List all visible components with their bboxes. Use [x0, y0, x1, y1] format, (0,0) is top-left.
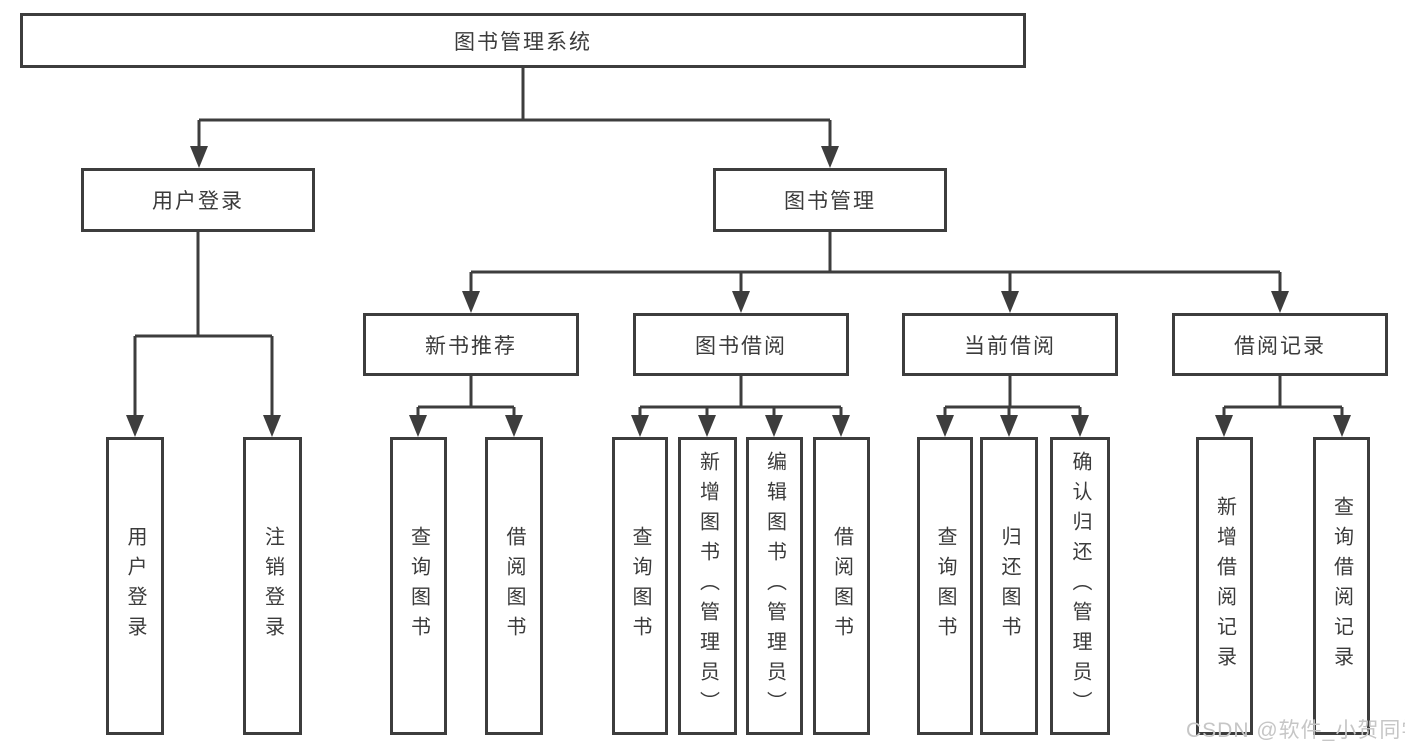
leaf-borrow-books-borrowing: 借阅图书 — [813, 437, 870, 735]
node-borrowing-records: 借阅记录 — [1172, 313, 1388, 376]
node-book-borrowing: 图书借阅 — [633, 313, 849, 376]
leaf-logout-login-label: 注销登录 — [261, 526, 284, 646]
leaf-query-borrow-record: 查询借阅记录 — [1313, 437, 1370, 735]
leaf-add-borrow-record-label: 新增借阅记录 — [1213, 496, 1236, 676]
node-user-login: 用户登录 — [81, 168, 315, 232]
leaf-borrow-books-borrowing-label: 借阅图书 — [830, 526, 853, 646]
leaf-query-borrow-record-label: 查询借阅记录 — [1330, 496, 1353, 676]
leaf-query-books-current: 查询图书 — [917, 437, 973, 735]
leaf-borrow-books-recommend-label: 借阅图书 — [503, 526, 525, 646]
node-current-borrowing: 当前借阅 — [902, 313, 1118, 376]
leaf-query-books-recommend: 查询图书 — [390, 437, 447, 735]
leaf-confirm-return-admin-label: 确认归还（管理员） — [1069, 451, 1091, 721]
leaf-logout-login: 注销登录 — [243, 437, 302, 735]
leaf-add-books-admin-label: 新增图书（管理员） — [696, 451, 719, 721]
leaf-confirm-return-admin: 确认归还（管理员） — [1050, 437, 1110, 735]
leaf-query-books-borrowing-label: 查询图书 — [629, 526, 651, 646]
leaf-return-books: 归还图书 — [980, 437, 1038, 735]
node-system-root: 图书管理系统 — [20, 13, 1026, 68]
leaf-add-books-admin: 新增图书（管理员） — [678, 437, 737, 735]
watermark: CSDN @软件_小贺同学 — [1186, 719, 1405, 742]
node-book-management: 图书管理 — [713, 168, 947, 232]
leaf-user-login: 用户登录 — [106, 437, 164, 735]
leaf-query-books-recommend-label: 查询图书 — [407, 526, 430, 646]
node-new-book-recommendation: 新书推荐 — [363, 313, 579, 376]
leaf-borrow-books-recommend: 借阅图书 — [485, 437, 543, 735]
leaf-edit-books-admin: 编辑图书（管理员） — [746, 437, 803, 735]
leaf-user-login-label: 用户登录 — [124, 526, 146, 646]
leaf-add-borrow-record: 新增借阅记录 — [1196, 437, 1253, 735]
leaf-query-books-current-label: 查询图书 — [934, 526, 956, 646]
leaf-edit-books-admin-label: 编辑图书（管理员） — [763, 451, 786, 721]
leaf-return-books-label: 归还图书 — [998, 526, 1020, 646]
leaf-query-books-borrowing: 查询图书 — [612, 437, 668, 735]
